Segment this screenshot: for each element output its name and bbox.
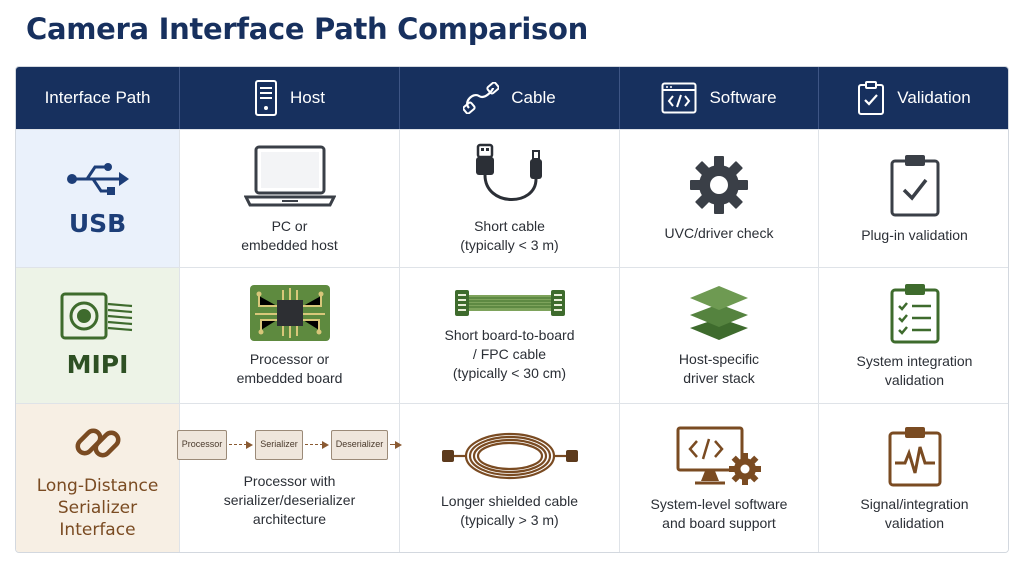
header-interface-path: Interface Path — [16, 67, 180, 129]
header-cable: Cable — [400, 67, 620, 129]
monitor-code-gear-icon — [676, 426, 761, 485]
fpc-cable-icon — [454, 290, 565, 316]
mipi-cable-line1: Short board-to-board — [444, 327, 575, 343]
flow-arrow — [390, 440, 403, 450]
usb-software-line1: UVC/driver check — [664, 225, 774, 241]
usb-validation-cell: Plug-in validation — [819, 129, 1008, 267]
usb-host-line1: PC or — [271, 217, 308, 234]
server-icon — [255, 80, 278, 116]
page-title: Camera Interface Path Comparison — [26, 12, 588, 46]
cable-icon — [463, 82, 500, 114]
mipi-software-line1: Host-specific — [678, 350, 760, 367]
chip-board-icon — [249, 284, 330, 341]
usb-cable-line1: Short cable — [474, 217, 545, 234]
laptop-icon — [243, 145, 336, 206]
ld-validation-line2: validation — [884, 515, 945, 531]
row-label-line3: Interface — [59, 520, 136, 540]
header-software: Software — [620, 67, 819, 129]
row-label-line1: Long-Distance — [36, 476, 159, 496]
gear-icon — [690, 156, 748, 214]
row-label-line2: Serializer — [57, 498, 138, 518]
ld-host-line1: Processor with — [243, 472, 336, 489]
header-label: Host — [290, 88, 325, 107]
ld-cable-line1: Longer shielded cable — [441, 493, 578, 509]
mipi-cable-cell: Short board-to-board / FPC cable (typica… — [400, 267, 620, 403]
usb-icon — [66, 163, 129, 195]
ld-cable-line2: (typically > 3 m) — [460, 512, 559, 528]
ld-host-line3: architecture — [252, 510, 327, 527]
usb-validation-line1: Plug-in validation — [861, 227, 968, 243]
usb-cable-cell: Short cable (typically < 3 m) — [400, 129, 620, 267]
clipboard-pulse-icon — [888, 427, 941, 487]
flow-box-deserializer: Deserializer — [330, 429, 389, 460]
header-validation: Validation — [819, 67, 1008, 129]
ld-validation-line1: Signal/integration — [860, 496, 969, 512]
usb-host-line2: embedded host — [241, 236, 338, 253]
clipboard-check-icon — [890, 155, 939, 217]
usb-software-cell: UVC/driver check — [620, 129, 819, 267]
layers-icon — [690, 285, 748, 340]
comparison-table: Interface Path Host Cable Software — [15, 66, 1009, 553]
usb-cable-line2: (typically < 3 m) — [460, 236, 559, 253]
code-window-icon — [661, 82, 697, 114]
ld-host-cell: Processor Serializer Deserializer Proces… — [176, 403, 403, 552]
clipboard-check-icon — [858, 81, 885, 115]
usb-cable-icon — [475, 143, 542, 201]
mipi-validation-line2: validation — [884, 371, 945, 388]
row-header-long-distance: Long-Distance Serializer Interface — [16, 403, 180, 552]
flow-arrow — [304, 440, 329, 450]
mipi-validation-line1: System integration — [856, 352, 973, 369]
header-label: Cable — [511, 88, 556, 107]
coiled-cable-icon — [441, 432, 578, 480]
camera-module-icon — [60, 292, 132, 340]
mipi-validation-cell: System integration validation — [819, 267, 1008, 403]
row-header-mipi: MIPI — [16, 267, 180, 403]
header-label: Interface Path — [44, 88, 151, 107]
serializer-flow: Processor Serializer Deserializer — [176, 429, 403, 460]
ld-software-cell: System-level software and board support — [620, 403, 819, 552]
row-label-usb: USB — [68, 209, 127, 238]
ld-cable-cell: Longer shielded cable (typically > 3 m) — [400, 403, 620, 552]
mipi-host-line2: embedded board — [236, 369, 343, 386]
row-label-long-distance: Long-Distance Serializer Interface — [37, 475, 159, 541]
header-host: Host — [180, 67, 400, 129]
ld-software-line1: System-level software — [650, 496, 788, 512]
checklist-icon — [890, 283, 939, 343]
mipi-host-cell: Processor or embedded board — [180, 267, 400, 403]
header-label: Software — [709, 88, 777, 107]
mipi-host-line1: Processor or — [249, 350, 330, 367]
row-label-mipi: MIPI — [66, 350, 129, 379]
usb-host-cell: PC or embedded host — [180, 129, 400, 267]
header-label: Validation — [897, 88, 971, 107]
mipi-software-line2: driver stack — [683, 369, 755, 386]
flow-box-serializer: Serializer — [255, 429, 303, 460]
ld-validation-cell: Signal/integration validation — [819, 403, 1008, 552]
chain-link-icon — [75, 428, 120, 458]
mipi-cable-line2: / FPC cable — [472, 346, 547, 362]
row-header-usb: USB — [16, 129, 180, 267]
flow-box-processor: Processor — [176, 429, 228, 460]
mipi-software-cell: Host-specific driver stack — [620, 267, 819, 403]
mipi-cable-line3: (typically < 30 cm) — [452, 365, 567, 381]
ld-software-line2: and board support — [662, 515, 776, 531]
ld-host-line2: serializer/deserializer — [223, 491, 356, 508]
flow-arrow — [229, 440, 254, 450]
